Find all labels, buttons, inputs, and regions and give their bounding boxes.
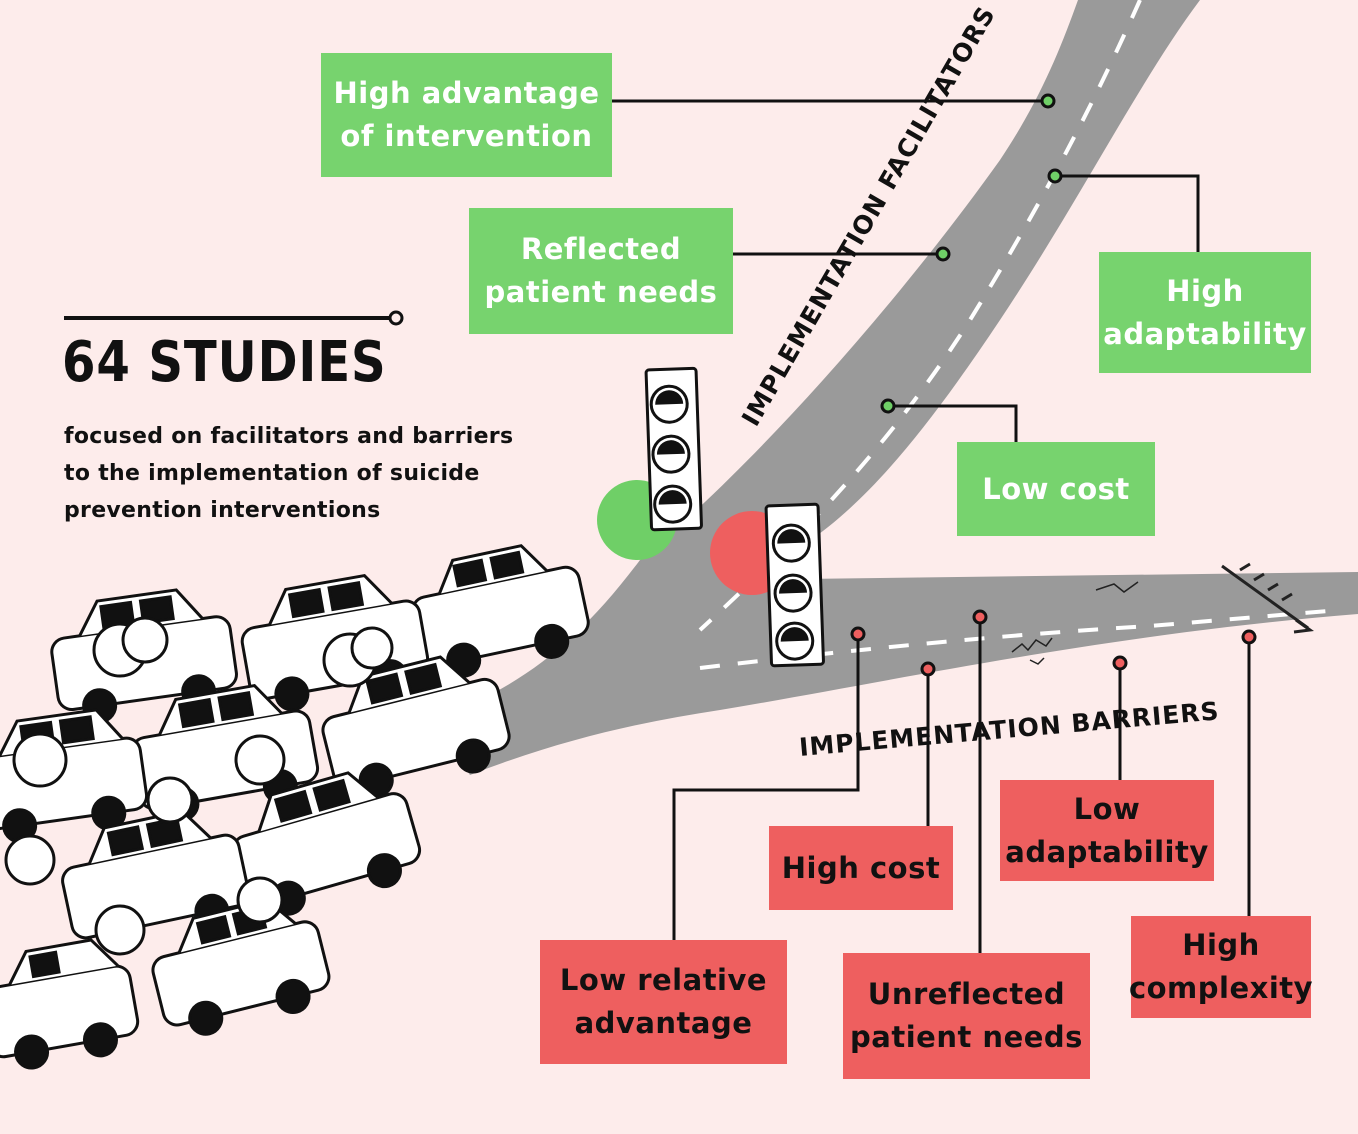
barrier-high-cost: High cost [769, 826, 953, 910]
description-line: to the implementation of suicide [64, 461, 480, 486]
road-main [430, 0, 1358, 775]
box-line: complexity [1128, 971, 1314, 1005]
box-line: advantage [574, 1006, 753, 1040]
road-crack-decoration [1011, 581, 1139, 665]
traffic-light-green-icon [644, 366, 703, 532]
description-line: prevention interventions [64, 498, 381, 523]
box-line: High [1182, 928, 1260, 962]
traffic-light-red-icon [764, 502, 825, 668]
barrier-pins [850, 609, 1257, 677]
facilitator-low-cost: Low cost [957, 442, 1155, 536]
box-line: High cost [781, 850, 941, 885]
pin-high-advantage [1040, 93, 1056, 109]
exhaust-cloud-icon [4, 616, 394, 956]
pin-reflected-needs [935, 246, 951, 262]
connector-high-adaptability [1055, 174, 1200, 252]
box-line: High advantage [333, 76, 600, 110]
box-line: High [1166, 273, 1244, 308]
box-line: adaptability [1103, 316, 1307, 351]
car-icon [0, 938, 140, 1070]
road-centerline-right [699, 608, 1341, 670]
pin-unreflected-needs [972, 609, 988, 625]
barriers-road-label: IMPLEMENTATION BARRIERS [798, 696, 1221, 762]
study-count-title: 64 STUDIES [62, 330, 387, 395]
facilitator-connectors [612, 99, 1200, 442]
barrier-unreflected-needs: Unreflected patient needs [843, 953, 1090, 1079]
box-line: adaptability [1005, 834, 1209, 869]
car-icon [0, 708, 149, 844]
car-icon [151, 898, 331, 1036]
arrow-decoration [1221, 562, 1314, 634]
traffic-jam-cars [0, 544, 590, 1070]
pin-low-relative-advantage [850, 626, 866, 642]
pin-low-cost [880, 398, 896, 414]
box-line: Reflected [520, 232, 682, 266]
connector-low-relative-advantage [672, 634, 860, 940]
study-description: focused on facilitators and barriers to … [64, 418, 584, 529]
description-line: focused on facilitators and barriers [64, 424, 514, 449]
facilitator-high-adaptability: High adaptability [1099, 252, 1311, 373]
pin-high-cost [920, 661, 936, 677]
facilitator-high-advantage: High advantage of intervention [321, 53, 612, 177]
pin-high-complexity [1241, 629, 1257, 645]
barrier-connectors [672, 617, 1251, 953]
barrier-high-complexity: High complexity [1128, 916, 1314, 1018]
connector-low-cost [888, 404, 1018, 442]
box-line: Low [1073, 791, 1141, 826]
facilitator-pins [880, 93, 1063, 414]
box-line: Low cost [982, 471, 1130, 506]
barrier-low-adaptability: Low adaptability [1000, 780, 1214, 881]
facilitator-reflected-needs: Reflected patient needs [469, 208, 733, 334]
barrier-low-relative-advantage: Low relative advantage [540, 940, 787, 1064]
car-icon [321, 655, 511, 798]
box-line: of intervention [340, 119, 593, 153]
car-icon [411, 544, 590, 678]
pin-high-adaptability [1047, 168, 1063, 184]
box-line: patient needs [484, 275, 718, 309]
pin-low-adaptability [1112, 655, 1128, 671]
box-line: Low relative [559, 963, 768, 997]
box-line: Unreflected [867, 977, 1066, 1011]
title-rule-dot [388, 310, 404, 326]
box-line: patient needs [850, 1020, 1083, 1054]
